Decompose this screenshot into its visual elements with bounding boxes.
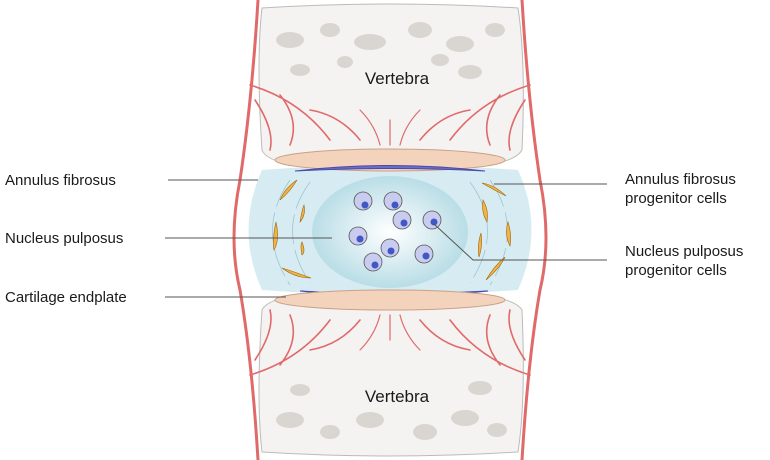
label-annulus-fibrosus: Annulus fibrosus	[5, 172, 116, 189]
blood-vessels	[232, 0, 548, 460]
annulus-progenitor-cells	[273, 179, 511, 281]
vertebra-bottom-label: Vertebra	[365, 387, 430, 406]
vertebra-top-label: Vertebra	[365, 69, 430, 88]
label-nucleus-pulposus: Nucleus pulposus	[5, 230, 123, 247]
label-afpc-line1: Annulus fibrosus	[625, 171, 736, 188]
cartilage-endplates	[274, 148, 506, 311]
nucleus-progenitor-cells	[348, 191, 442, 272]
label-nppc-line1: Nucleus pulposus	[625, 243, 743, 260]
vertebra-bottom: Vertebra	[258, 289, 524, 457]
label-nppc-line2: progenitor cells	[625, 262, 727, 279]
leader-lines	[165, 179, 607, 298]
label-afpc-line2: progenitor cells	[625, 190, 727, 207]
vertebra-top: Vertebra	[258, 3, 524, 171]
label-cartilage-endplate: Cartilage endplate	[5, 289, 127, 306]
